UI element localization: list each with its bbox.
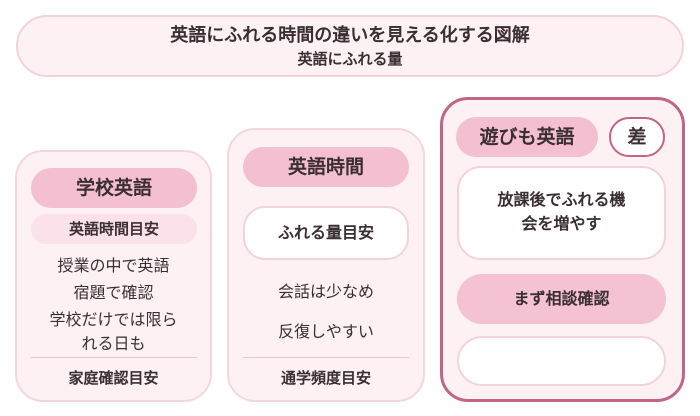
title-banner: 英語にふれる時間の違いを見える化する図解 英語にふれる量 xyxy=(16,15,684,77)
english-time-line-1: 会話は少なめ xyxy=(277,282,374,301)
play-english-callout-line-2: 会を増やす xyxy=(521,214,602,233)
school-english-footer: 家庭確認目安 xyxy=(68,369,159,387)
play-english-heading: 遊びも英語 xyxy=(456,117,598,157)
school-english-line-2: 宿題で確認 xyxy=(73,283,154,302)
english-time-tag: ふれる量目安 xyxy=(243,206,409,260)
difference-badge: 差 xyxy=(609,117,665,157)
play-english-card: 遊びも英語 差 放課後でふれる機 会を増やす まず相談確認 xyxy=(440,97,685,402)
english-time-footer: 通学頻度目安 xyxy=(280,369,371,387)
english-time-card: 英語時間 ふれる量目安 会話は少なめ 反復しやすい 通学頻度目安 xyxy=(227,128,425,402)
school-english-line-1: 授業の中で英語 xyxy=(57,256,170,275)
english-time-heading: 英語時間 xyxy=(243,147,409,187)
diagram-subtitle: 英語にふれる量 xyxy=(297,50,403,68)
english-time-line-2: 反復しやすい xyxy=(278,322,374,341)
school-english-tag: 英語時間目安 xyxy=(31,214,197,244)
english-time-divider xyxy=(243,357,409,358)
school-english-line-4: れる日も xyxy=(81,334,146,353)
play-english-callout-line-1: 放課後でふれる機 xyxy=(497,190,626,209)
consult-button[interactable]: まず相談確認 xyxy=(457,274,666,324)
school-english-line-3: 学校だけでは限ら xyxy=(49,310,178,329)
play-english-callout: 放課後でふれる機 会を増やす xyxy=(457,166,666,260)
diagram-title: 英語にふれる時間の違いを見える化する図解 xyxy=(170,25,530,46)
school-english-heading: 学校英語 xyxy=(31,168,197,208)
school-english-card: 学校英語 英語時間目安 授業の中で英語 宿題で確認 学校だけでは限ら れる日も … xyxy=(15,150,212,402)
empty-slot xyxy=(457,336,666,386)
school-english-divider xyxy=(31,357,197,358)
